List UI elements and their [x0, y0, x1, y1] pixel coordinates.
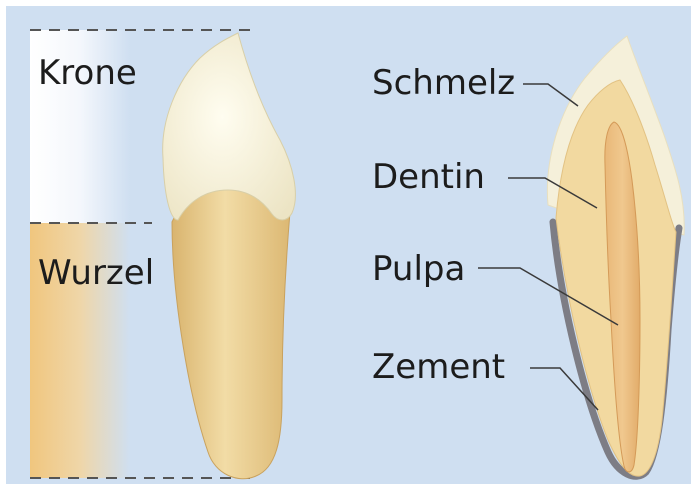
pulp-label: Pulpa — [372, 252, 465, 286]
root-label: Wurzel — [38, 256, 154, 290]
enamel-label: Schmelz — [372, 66, 515, 100]
dentin-label: Dentin — [372, 160, 485, 194]
crown-label: Krone — [38, 56, 137, 90]
cementum-label: Zement — [372, 350, 505, 384]
